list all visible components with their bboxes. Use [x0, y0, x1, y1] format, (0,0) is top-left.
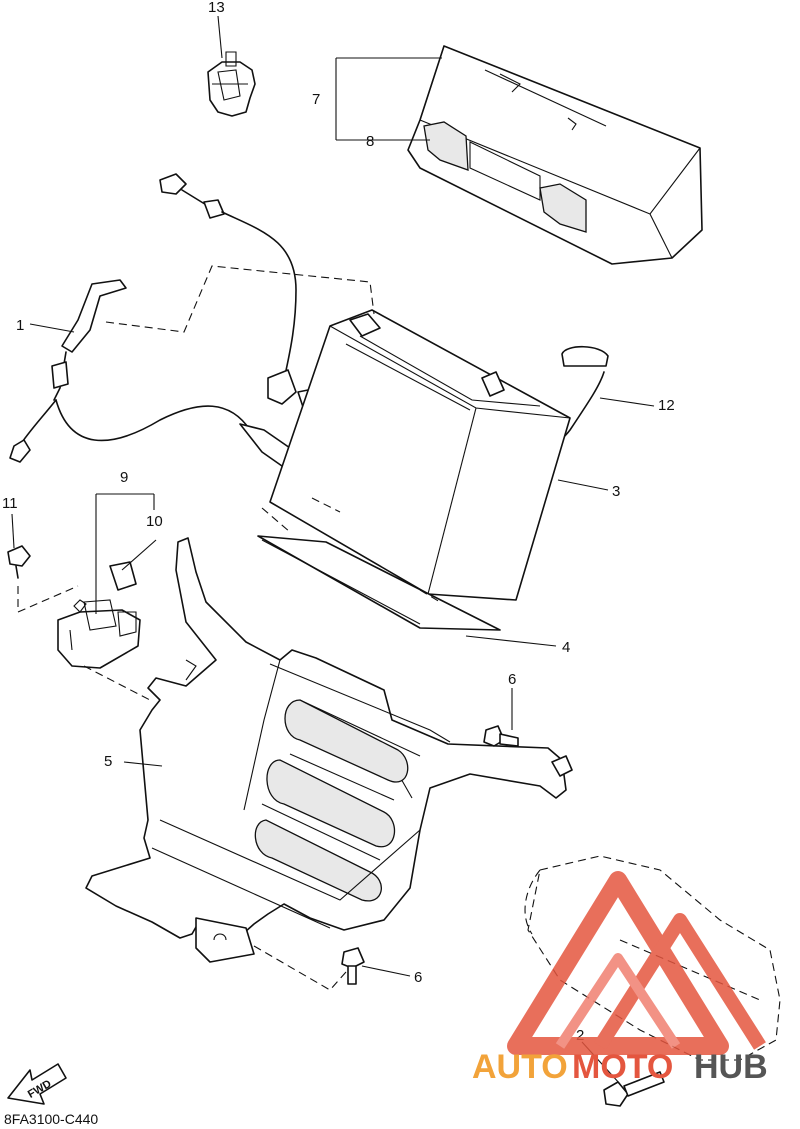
bolt-part-6-upper — [483, 725, 519, 747]
callout-13: 13 — [208, 0, 225, 16]
callout-3: 3 — [612, 483, 620, 500]
watermark-text-auto: AUTO — [472, 1048, 568, 1086]
clip-part-13 — [207, 51, 256, 117]
callout-numbers: 1 2 3 4 5 6 6 7 8 9 10 11 12 13 — [2, 0, 675, 1044]
negative-cable-part-1 — [9, 279, 295, 467]
watermark-text-hub: HUB — [694, 1048, 768, 1086]
watermark-text: AUTO MOTO HUB — [472, 1048, 768, 1086]
callout-9: 9 — [120, 469, 128, 486]
fuse-part-10 — [109, 561, 137, 591]
callout-12: 12 — [658, 397, 675, 414]
callout-10: 10 — [146, 513, 163, 530]
bolt-part-6-lower — [341, 947, 365, 985]
forward-direction-arrow: FWD — [7, 1063, 67, 1105]
automotohub-watermark-logo — [507, 871, 766, 1055]
bolt-part-11 — [7, 545, 31, 579]
starter-relay-part-9 — [57, 599, 141, 669]
callout-7: 7 — [312, 91, 320, 108]
callout-11: 11 — [2, 495, 18, 512]
callout-8: 8 — [366, 133, 374, 150]
battery-cover-part-7 — [407, 45, 703, 265]
battery-part-3 — [269, 309, 571, 601]
callout-6-upper: 6 — [508, 671, 516, 688]
callout-4: 4 — [562, 639, 570, 656]
drawing-code: 8FA3100-C440 — [4, 1111, 98, 1127]
callout-2: 2 — [576, 1027, 584, 1044]
watermark-text-moto: MOTO — [572, 1048, 673, 1086]
callout-6-lower: 6 — [414, 969, 422, 986]
battery-box-part-5 — [85, 537, 573, 963]
callout-5: 5 — [104, 753, 112, 770]
callout-1: 1 — [16, 317, 24, 334]
callout-leader-lines — [11, 15, 655, 1085]
battery-pad-part-4 — [257, 535, 501, 631]
assembly-guide-lines — [17, 265, 441, 991]
starter-motor-part-2 — [524, 855, 781, 1107]
